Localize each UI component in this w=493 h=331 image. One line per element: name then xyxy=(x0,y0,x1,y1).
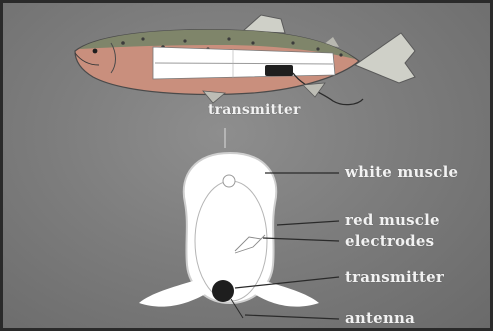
cross-section-transmitter xyxy=(212,280,234,302)
salmon-illustration xyxy=(75,15,415,105)
cross-section xyxy=(139,153,319,318)
anal-fin xyxy=(303,83,325,97)
fish-transmitter-body xyxy=(265,65,293,76)
label-antenna: antenna xyxy=(345,310,415,326)
label-red-muscle: red muscle xyxy=(345,212,440,228)
leader-antenna xyxy=(245,315,339,319)
label-electrodes: electrodes xyxy=(345,233,434,249)
leader-red-muscle xyxy=(277,221,339,225)
label-transmitter-top: transmitter xyxy=(208,102,301,118)
label-white-muscle: white muscle xyxy=(345,164,458,180)
inner-body-cavity xyxy=(195,181,267,301)
left-pectoral-fin xyxy=(139,281,207,307)
tail-fin xyxy=(355,33,415,83)
spinal-cord xyxy=(223,175,235,187)
label-transmitter: transmitter xyxy=(345,269,444,285)
fish-eye xyxy=(93,49,98,54)
